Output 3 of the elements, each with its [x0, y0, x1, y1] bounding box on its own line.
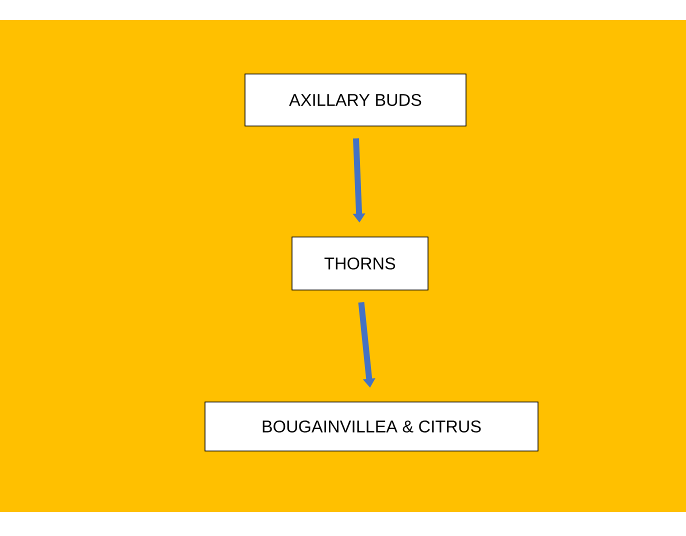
label-box: AXILLARY BUDS — [244, 74, 466, 126]
label-box: BOUGAINVILLEA & CITRUS — [204, 402, 538, 452]
label-box: THORNS — [292, 236, 428, 290]
